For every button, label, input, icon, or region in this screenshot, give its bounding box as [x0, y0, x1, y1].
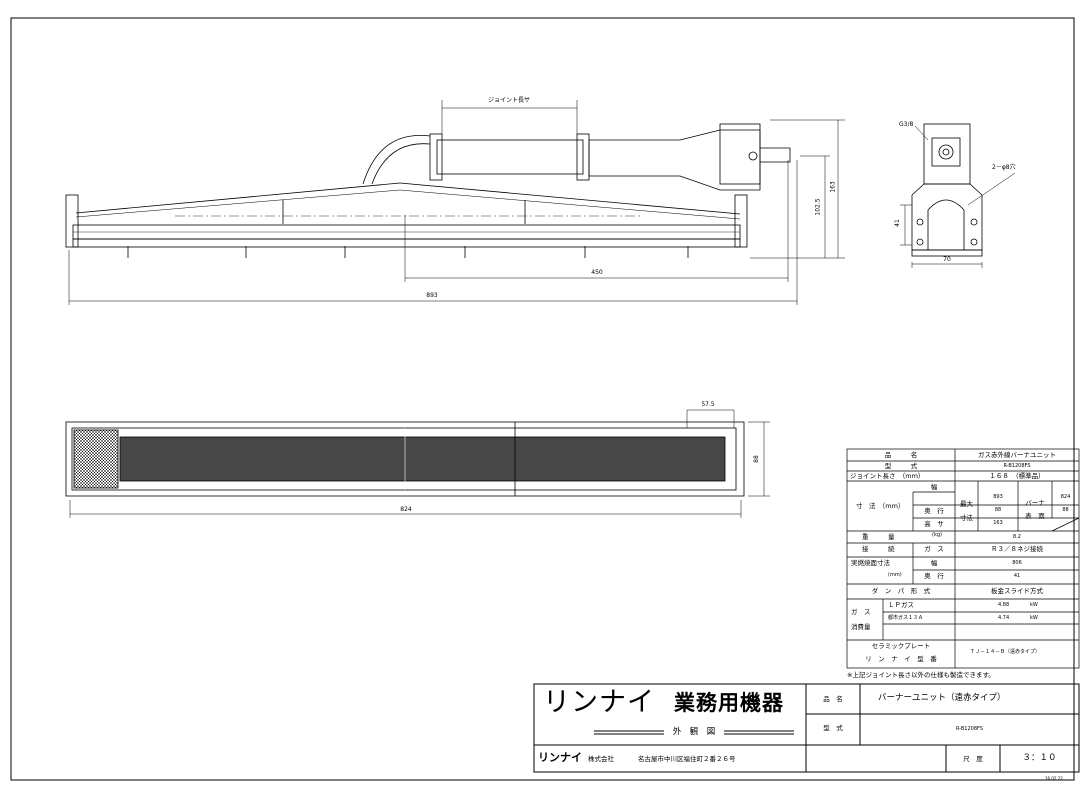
spec-mm: (mm) [888, 572, 902, 578]
spec-weight: 8.2 [1013, 534, 1021, 540]
spec-max-size-2: 寸法 [960, 514, 973, 522]
spec-weight-unit: (kg) [932, 532, 942, 538]
drawing-date: 16.02.22 [1045, 776, 1063, 781]
plan-88-label: 88 [752, 455, 760, 463]
spec-connect-label: 接 続 [862, 545, 895, 553]
category-title: 業務用機器 [674, 691, 784, 715]
spec-table-lines [846, 448, 1080, 669]
spec-max-size: 最大 [960, 500, 973, 508]
spec-damper-label: ダ ン パ 形 式 [871, 587, 931, 595]
spec-product-name-label: 品 名 [884, 451, 918, 459]
spec-comb-width-label: 幅 [930, 559, 938, 567]
model-value: R-B1208FS [955, 726, 983, 732]
spec-model: R-B1208FS [1003, 463, 1031, 469]
g38-label: G3/8 [899, 121, 914, 128]
side-dimensions [68, 100, 845, 305]
spec-height-label: 高 サ [924, 520, 944, 528]
side-70-label: 70 [943, 256, 951, 263]
spec-burner: バーナ [1025, 499, 1045, 507]
height-163-label: 163 [829, 181, 837, 193]
spec-city-unit: kW [1030, 615, 1038, 621]
spec-burner-d: 88 [1062, 507, 1069, 513]
drawing-type: 外 観 図 [672, 727, 716, 737]
joint-length-label: ジョイント長サ [487, 97, 531, 104]
spec-surface: 表 面 [1025, 512, 1045, 520]
spec-lp-unit: kW [1030, 602, 1038, 608]
scale-value: ３：１０ [1022, 753, 1057, 763]
spec-gas-cons-label-1: ガ ス [851, 608, 871, 616]
company-name: 株式会社 [588, 755, 614, 763]
company-logo: リンナイ [538, 751, 582, 764]
overall-length-label: 893 [426, 292, 438, 299]
spec-burner-w: 824 [1060, 494, 1071, 500]
item-label: 品 名 [823, 695, 843, 703]
spec-note: ※上記ジョイント長さ以外の仕様も製造できます。 [847, 671, 995, 679]
spec-joint-label: ジョイント長さ （mm） [850, 472, 925, 480]
spec-depth-label: 奥 行 [924, 507, 944, 515]
hole-label: 2－φ8穴 [992, 164, 1016, 171]
spec-combustion-label: 実燃焼面寸法 [851, 559, 890, 567]
spec-product-name: ガス赤外線バーナユニット [978, 451, 1056, 459]
spec-joint-value: １６８ （標準品） [989, 472, 1045, 480]
spec-ceramic: ＴＪ－１４－Ｂ（遠赤タイプ） [969, 649, 1040, 655]
spec-max-h: 163 [993, 520, 1003, 526]
spec-max-w: 893 [993, 494, 1003, 500]
end-view [911, 123, 983, 257]
spec-rinnai-model-label: リ ン ナ イ 型 番 [865, 655, 937, 663]
offset-450-label: 450 [591, 269, 603, 276]
model-label: 型 式 [823, 724, 843, 732]
spec-gas-label: ガ ス [924, 545, 944, 553]
title-block-lines [533, 683, 1080, 773]
spec-lp-label: ＬＰガス [888, 601, 914, 609]
spec-lp-value: 4.88 [998, 602, 1010, 608]
spec-comb-w: 806 [1012, 560, 1022, 566]
plan-view [65, 421, 745, 497]
spec-damper: 板金スライド方式 [991, 587, 1043, 595]
plan-dimensions [69, 409, 770, 518]
side-41-label: 41 [893, 219, 901, 227]
height-102-label: 102.5 [814, 198, 822, 216]
spec-size-label: 寸 法 （mm） [856, 502, 905, 510]
spec-city-value: 4.74 [998, 615, 1010, 621]
spec-weight-label: 重 量 [862, 533, 895, 541]
item-name: バーナーユニット（遠赤タイプ） [878, 693, 1006, 703]
spec-connect: Ｒ３／８ネジ接続 [991, 545, 1043, 553]
spec-gas-cons-label-2: 消費量 [851, 623, 871, 631]
scale-label: 尺 度 [963, 755, 983, 763]
side-view [65, 123, 791, 258]
spec-width-label: 幅 [930, 483, 938, 491]
drawing-border [10, 17, 1075, 781]
spec-max-d: 88 [994, 507, 1002, 513]
rinnai-logo: リンナイ [543, 687, 655, 718]
spec-comb-depth-label: 奥 行 [924, 572, 944, 580]
spec-ceramic-label: セラミックプレート [871, 642, 931, 650]
plan-57-label: 57.5 [701, 401, 715, 408]
spec-comb-d: 41 [1013, 573, 1021, 579]
spec-model-label: 型 式 [884, 462, 918, 470]
end-dimensions [900, 125, 1016, 268]
company-address: 名古屋市中川区福住町２番２６号 [638, 755, 736, 763]
plan-824-label: 824 [400, 506, 412, 513]
spec-city-label: 都市ガス１３Ａ [888, 615, 924, 621]
